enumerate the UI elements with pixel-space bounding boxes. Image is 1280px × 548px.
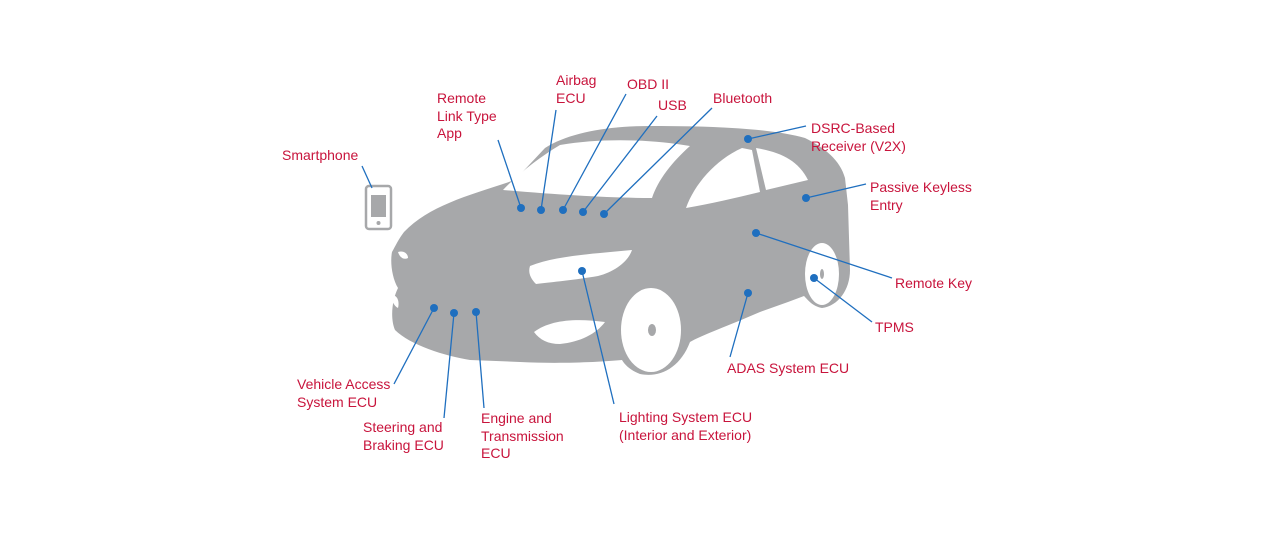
label-line: Passive Keyless	[870, 179, 972, 195]
leader-obd	[562, 93, 627, 211]
front-wheel-hub	[648, 324, 656, 336]
leader-remote-link	[497, 139, 522, 209]
label-line: Entry	[870, 196, 903, 213]
front-side-window	[686, 148, 760, 208]
leader-adas	[729, 292, 749, 358]
label-passive-keyless-entry: Passive Keyless Entry	[870, 179, 972, 214]
dot-obd	[559, 206, 567, 214]
label-dsrc-receiver: DSRC-Based Receiver (V2X)	[811, 120, 906, 155]
label-line: Receiver (V2X)	[811, 137, 906, 154]
dot-steering	[450, 309, 458, 317]
leader-steering	[443, 312, 455, 419]
label-remote-key: Remote Key	[895, 275, 972, 293]
smartphone-icon	[364, 184, 393, 231]
dot-tpms	[810, 274, 818, 282]
label-line: Transmission	[481, 427, 564, 444]
label-adas-system-ecu: ADAS System ECU	[727, 360, 849, 378]
leader-bluetooth	[603, 107, 713, 215]
label-line: ECU	[556, 89, 586, 106]
dot-adas	[744, 289, 752, 297]
leader-vehicle-access	[393, 307, 435, 385]
leader-airbag	[540, 109, 557, 211]
label-remote-link-app: Remote Link Type App	[437, 90, 497, 143]
label-airbag-ecu: Airbag ECU	[556, 72, 596, 107]
label-bluetooth: Bluetooth	[713, 90, 772, 108]
label-line: Smartphone	[282, 147, 359, 163]
label-steering-braking-ecu: Steering and Braking ECU	[363, 419, 444, 454]
label-line: Steering and	[363, 419, 443, 435]
leader-lines	[361, 93, 893, 419]
label-line: TPMS	[875, 319, 914, 335]
upper-grille	[529, 250, 632, 284]
label-line: (Interior and Exterior)	[619, 426, 752, 443]
dot-lighting	[578, 267, 586, 275]
leader-usb	[582, 115, 658, 213]
label-line: Remote	[437, 90, 487, 106]
label-line: Bluetooth	[713, 90, 773, 106]
label-vehicle-access-ecu: Vehicle Access System ECU	[297, 376, 390, 411]
leader-remote-key	[755, 232, 893, 279]
dot-dsrc	[744, 135, 752, 143]
label-line: Vehicle Access	[297, 376, 391, 392]
leader-smartphone	[361, 165, 373, 189]
dot-passive-keyless	[802, 194, 810, 202]
leader-lighting	[581, 270, 615, 405]
dot-bluetooth	[600, 210, 608, 218]
label-line: Engine and	[481, 410, 552, 426]
label-line: USB	[658, 97, 687, 113]
label-tpms: TPMS	[875, 319, 914, 337]
leader-passive-keyless	[805, 183, 867, 199]
dot-airbag	[537, 206, 545, 214]
bumper-notch	[391, 295, 399, 308]
dot-engine	[472, 308, 480, 316]
label-line: Braking ECU	[363, 436, 444, 453]
dot-remote-key	[752, 229, 760, 237]
label-lighting-system-ecu: Lighting System ECU (Interior and Exteri…	[619, 409, 752, 444]
label-engine-transmission-ecu: Engine and Transmission ECU	[481, 410, 564, 463]
label-smartphone: Smartphone	[282, 147, 358, 165]
label-line: System ECU	[297, 393, 378, 410]
dot-vehicle-access	[430, 304, 438, 312]
label-line: Airbag	[556, 72, 597, 88]
label-obd-ii: OBD II	[627, 76, 669, 94]
label-line: ADAS System ECU	[727, 360, 850, 376]
label-line: Lighting System ECU	[619, 409, 753, 425]
label-line: App	[437, 125, 462, 141]
label-line: Remote Key	[895, 275, 973, 291]
label-usb: USB	[658, 97, 687, 115]
label-line: ECU	[481, 445, 511, 461]
rear-wheel-hub	[820, 269, 824, 279]
label-line: DSRC-Based	[811, 120, 896, 136]
hotspot-dots	[430, 135, 818, 317]
lower-grille	[534, 320, 605, 344]
label-line: Link Type	[437, 107, 497, 124]
left-headlight-notch	[398, 251, 408, 259]
dot-remote-link	[517, 204, 525, 212]
rear-side-window	[756, 148, 808, 190]
leader-tpms	[813, 277, 873, 323]
dot-usb	[579, 208, 587, 216]
leader-engine	[475, 311, 485, 409]
leader-dsrc	[747, 125, 807, 140]
label-line: OBD II	[627, 76, 670, 92]
